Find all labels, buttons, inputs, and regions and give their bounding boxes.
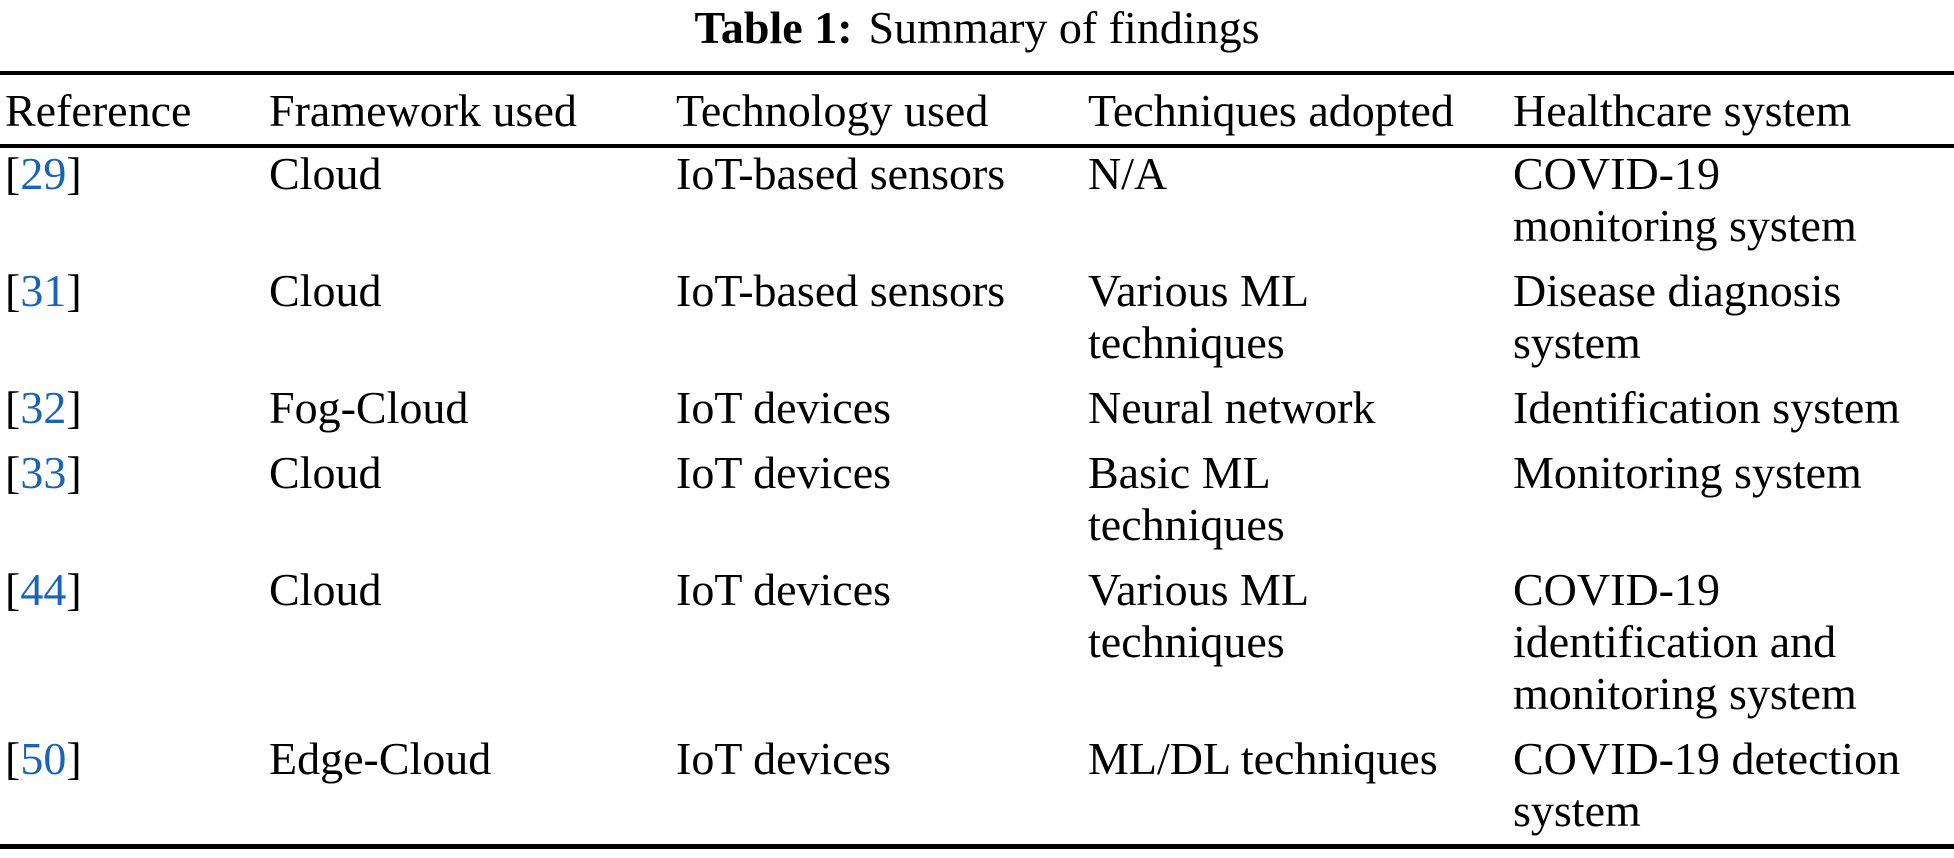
cell-framework: Fog-Cloud bbox=[269, 382, 469, 433]
citation: [50] bbox=[5, 733, 82, 784]
cell-framework: Cloud bbox=[269, 148, 382, 199]
citation-bracket-close: ] bbox=[66, 447, 82, 498]
cell-framework: Cloud bbox=[269, 447, 382, 498]
table-header: Reference Framework used Technology used… bbox=[0, 75, 1954, 144]
table-caption-text: Summary of findings bbox=[868, 2, 1260, 53]
cell-techniques: Basic ML techniques bbox=[1088, 447, 1285, 550]
citation-bracket-open: [ bbox=[5, 148, 21, 199]
top-rule bbox=[0, 71, 1954, 75]
cell-techniques: Neural network bbox=[1088, 382, 1376, 433]
column-header-techniques: Techniques adopted bbox=[1088, 85, 1454, 136]
header-rule bbox=[0, 144, 1954, 148]
citation-link[interactable]: 32 bbox=[20, 382, 67, 433]
cell-technology: IoT-based sensors bbox=[676, 148, 1006, 199]
cell-technology: IoT devices bbox=[676, 382, 892, 433]
table-row: [31] Cloud IoT-based sensors Various ML … bbox=[0, 265, 1954, 382]
cell-healthcare-system: COVID-19 identification and monitoring s… bbox=[1513, 564, 1857, 719]
citation-link[interactable]: 50 bbox=[20, 733, 67, 784]
summary-of-findings-table-body: [29] Cloud IoT-based sensors N/A COVID-1… bbox=[0, 148, 1954, 837]
citation-link[interactable]: 31 bbox=[20, 265, 67, 316]
table-row: [50] Edge-Cloud IoT devices ML/DL techni… bbox=[0, 733, 1954, 837]
citation-link[interactable]: 44 bbox=[20, 564, 67, 615]
cell-healthcare-system: COVID-19 monitoring system bbox=[1513, 148, 1857, 251]
cell-healthcare-system: Disease diagnosis system bbox=[1513, 265, 1842, 368]
cell-reference: [29] bbox=[0, 148, 269, 265]
table-row: [33] Cloud IoT devices Basic ML techniqu… bbox=[0, 447, 1954, 564]
citation: [44] bbox=[5, 564, 82, 615]
citation: [32] bbox=[5, 382, 82, 433]
column-header-healthcare-system: Healthcare system bbox=[1513, 85, 1852, 136]
cell-healthcare-system: COVID-19 detection system bbox=[1513, 733, 1901, 836]
cell-reference: [44] bbox=[0, 564, 269, 733]
citation-bracket-close: ] bbox=[66, 564, 82, 615]
column-header-technology: Technology used bbox=[676, 85, 989, 136]
cell-techniques: N/A bbox=[1088, 148, 1168, 199]
cell-techniques: Various ML techniques bbox=[1088, 564, 1310, 667]
cell-reference: [32] bbox=[0, 382, 269, 447]
citation-bracket-open: [ bbox=[5, 733, 21, 784]
cell-technology: IoT devices bbox=[676, 564, 892, 615]
citation: [31] bbox=[5, 265, 82, 316]
column-header-reference: Reference bbox=[5, 85, 192, 136]
summary-of-findings-table: Reference Framework used Technology used… bbox=[0, 75, 1954, 144]
citation-bracket-close: ] bbox=[66, 148, 82, 199]
cell-reference: [31] bbox=[0, 265, 269, 382]
cell-techniques: Various ML techniques bbox=[1088, 265, 1310, 368]
column-header-framework: Framework used bbox=[269, 85, 577, 136]
cell-technology: IoT devices bbox=[676, 733, 892, 784]
cell-healthcare-system: Identification system bbox=[1513, 382, 1901, 433]
cell-framework: Cloud bbox=[269, 564, 382, 615]
citation-bracket-close: ] bbox=[66, 265, 82, 316]
cell-framework: Edge-Cloud bbox=[269, 733, 492, 784]
cell-technology: IoT-based sensors bbox=[676, 265, 1006, 316]
cell-framework: Cloud bbox=[269, 265, 382, 316]
bottom-rule bbox=[0, 844, 1954, 849]
cell-technology: IoT devices bbox=[676, 447, 892, 498]
table-row: [29] Cloud IoT-based sensors N/A COVID-1… bbox=[0, 148, 1954, 265]
table-row: [44] Cloud IoT devices Various ML techni… bbox=[0, 564, 1954, 733]
table-caption-label: Table 1: bbox=[694, 2, 853, 53]
cell-healthcare-system: Monitoring system bbox=[1513, 447, 1862, 498]
citation-bracket-close: ] bbox=[66, 733, 82, 784]
citation: [29] bbox=[5, 148, 82, 199]
citation-bracket-open: [ bbox=[5, 382, 21, 433]
citation-bracket-open: [ bbox=[5, 447, 21, 498]
table-row: [32] Fog-Cloud IoT devices Neural networ… bbox=[0, 382, 1954, 447]
citation: [33] bbox=[5, 447, 82, 498]
citation-bracket-open: [ bbox=[5, 265, 21, 316]
citation-link[interactable]: 29 bbox=[20, 148, 67, 199]
citation-link[interactable]: 33 bbox=[20, 447, 67, 498]
cell-techniques: ML/DL techniques bbox=[1088, 733, 1438, 784]
citation-bracket-close: ] bbox=[66, 382, 82, 433]
cell-reference: [33] bbox=[0, 447, 269, 564]
header-row: Reference Framework used Technology used… bbox=[0, 75, 1954, 144]
table-caption: Table 1: Summary of findings bbox=[0, 0, 1954, 53]
citation-bracket-open: [ bbox=[5, 564, 21, 615]
cell-reference: [50] bbox=[0, 733, 269, 837]
